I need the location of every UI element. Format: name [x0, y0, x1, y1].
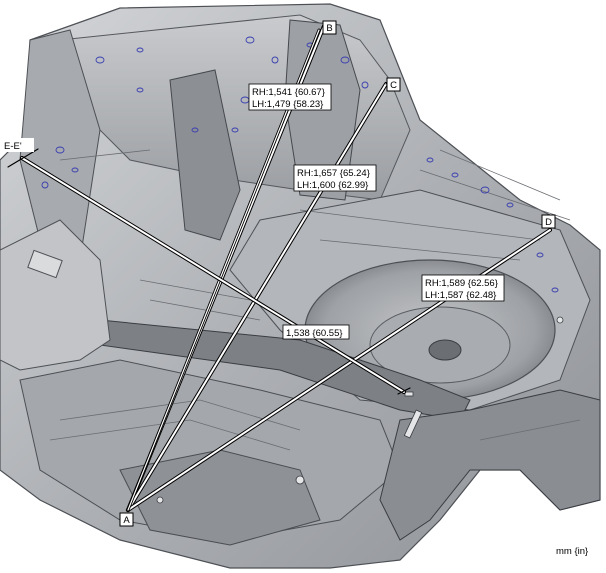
dimension-label-e: 1,538 {60.55}	[282, 324, 350, 340]
point-c-text: C	[390, 80, 397, 91]
dim-c-lh: LH:1,600 {62.99}	[297, 180, 368, 191]
section-e-text: E-E'	[4, 141, 22, 152]
line-e	[21, 157, 405, 393]
dimension-label-d: RH:1,589 {62.56} LH:1,587 {62.48}	[421, 274, 505, 302]
body-hole-outlines	[41, 36, 559, 293]
point-a-text: A	[123, 515, 130, 526]
point-label-a: A	[119, 512, 134, 527]
point-label-d: D	[541, 214, 556, 229]
dim-b-rh: RH:1,541 {60.67}	[252, 87, 325, 98]
point-label-b: B	[322, 20, 337, 35]
e-end-tick-2	[397, 387, 411, 395]
spare-tire-hub	[428, 339, 462, 361]
left-bracket	[27, 249, 63, 279]
dim-c-rh: RH:1,657 {65.24}	[297, 168, 370, 179]
dimension-label-c: RH:1,657 {65.24} LH:1,600 {62.99}	[293, 164, 377, 192]
line-a-c	[127, 83, 387, 511]
dim-d-rh: RH:1,589 {62.56}	[425, 278, 498, 289]
section-label-e: E-E'	[2, 138, 34, 152]
right-side-sill	[379, 389, 601, 541]
body-stud-details	[156, 316, 564, 504]
dim-b-lh: LH:1,479 {58.23}	[252, 99, 323, 110]
point-b-text: B	[326, 23, 332, 34]
point-label-c: C	[386, 77, 401, 92]
dim-d-lh: LH:1,587 {62.48}	[425, 290, 496, 301]
left-wheelhouse	[0, 219, 111, 371]
dimension-label-b: RH:1,541 {60.67} LH:1,479 {58.23}	[248, 83, 332, 111]
point-d-text: D	[545, 217, 552, 228]
inner-pillar	[169, 69, 241, 241]
unit-note-text: mm {in}	[556, 546, 588, 557]
dim-e: 1,538 {60.55}	[286, 328, 343, 339]
unit-note: mm {in}	[548, 543, 604, 557]
panel-detail-lines	[49, 149, 581, 451]
